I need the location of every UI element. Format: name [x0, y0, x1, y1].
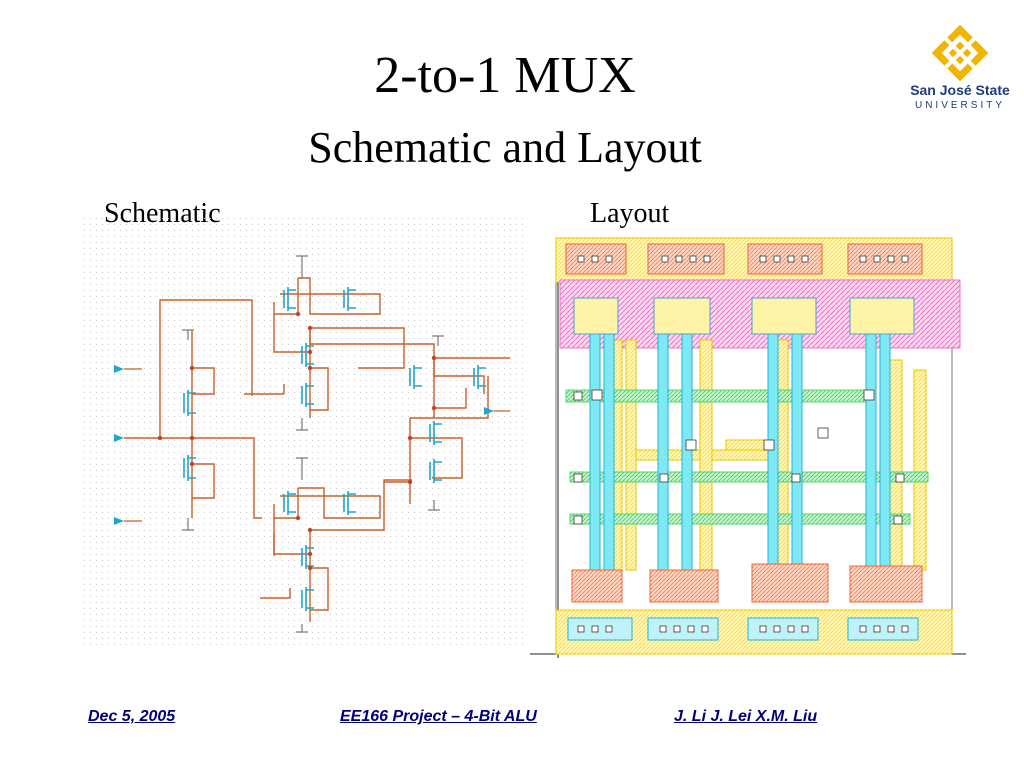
slide-subtitle: Schematic and Layout [308, 123, 702, 172]
schematic-grid [84, 218, 524, 648]
slide-title: 2-to-1 MUX [374, 47, 636, 104]
schematic-nodes [157, 311, 437, 571]
schematic-pin-wires [124, 368, 510, 522]
layout-label: Layout [590, 198, 670, 229]
logo-emblem-icon [931, 24, 989, 82]
logo-name: San José State [910, 82, 1010, 98]
schematic-wires [124, 277, 510, 622]
schematic-diagram [84, 218, 524, 648]
poly-lines [565, 389, 929, 525]
layout-diagram [530, 237, 966, 658]
footer-authors: J. Li J. Lei X.M. Liu [674, 708, 818, 725]
schematic-supplies [182, 255, 444, 633]
schematic-pins [114, 365, 494, 525]
nmos-cells [567, 563, 923, 641]
university-logo: San José State UNIVERSITY [908, 24, 1012, 114]
footer-date: Dec 5, 2005 [88, 708, 176, 725]
contacts [573, 255, 909, 633]
pmos-cells [565, 243, 923, 335]
footer-project: EE166 Project – 4-Bit ALU [340, 708, 537, 725]
schematic-transistors [183, 287, 486, 611]
logo-subtext: UNIVERSITY [914, 100, 1005, 111]
